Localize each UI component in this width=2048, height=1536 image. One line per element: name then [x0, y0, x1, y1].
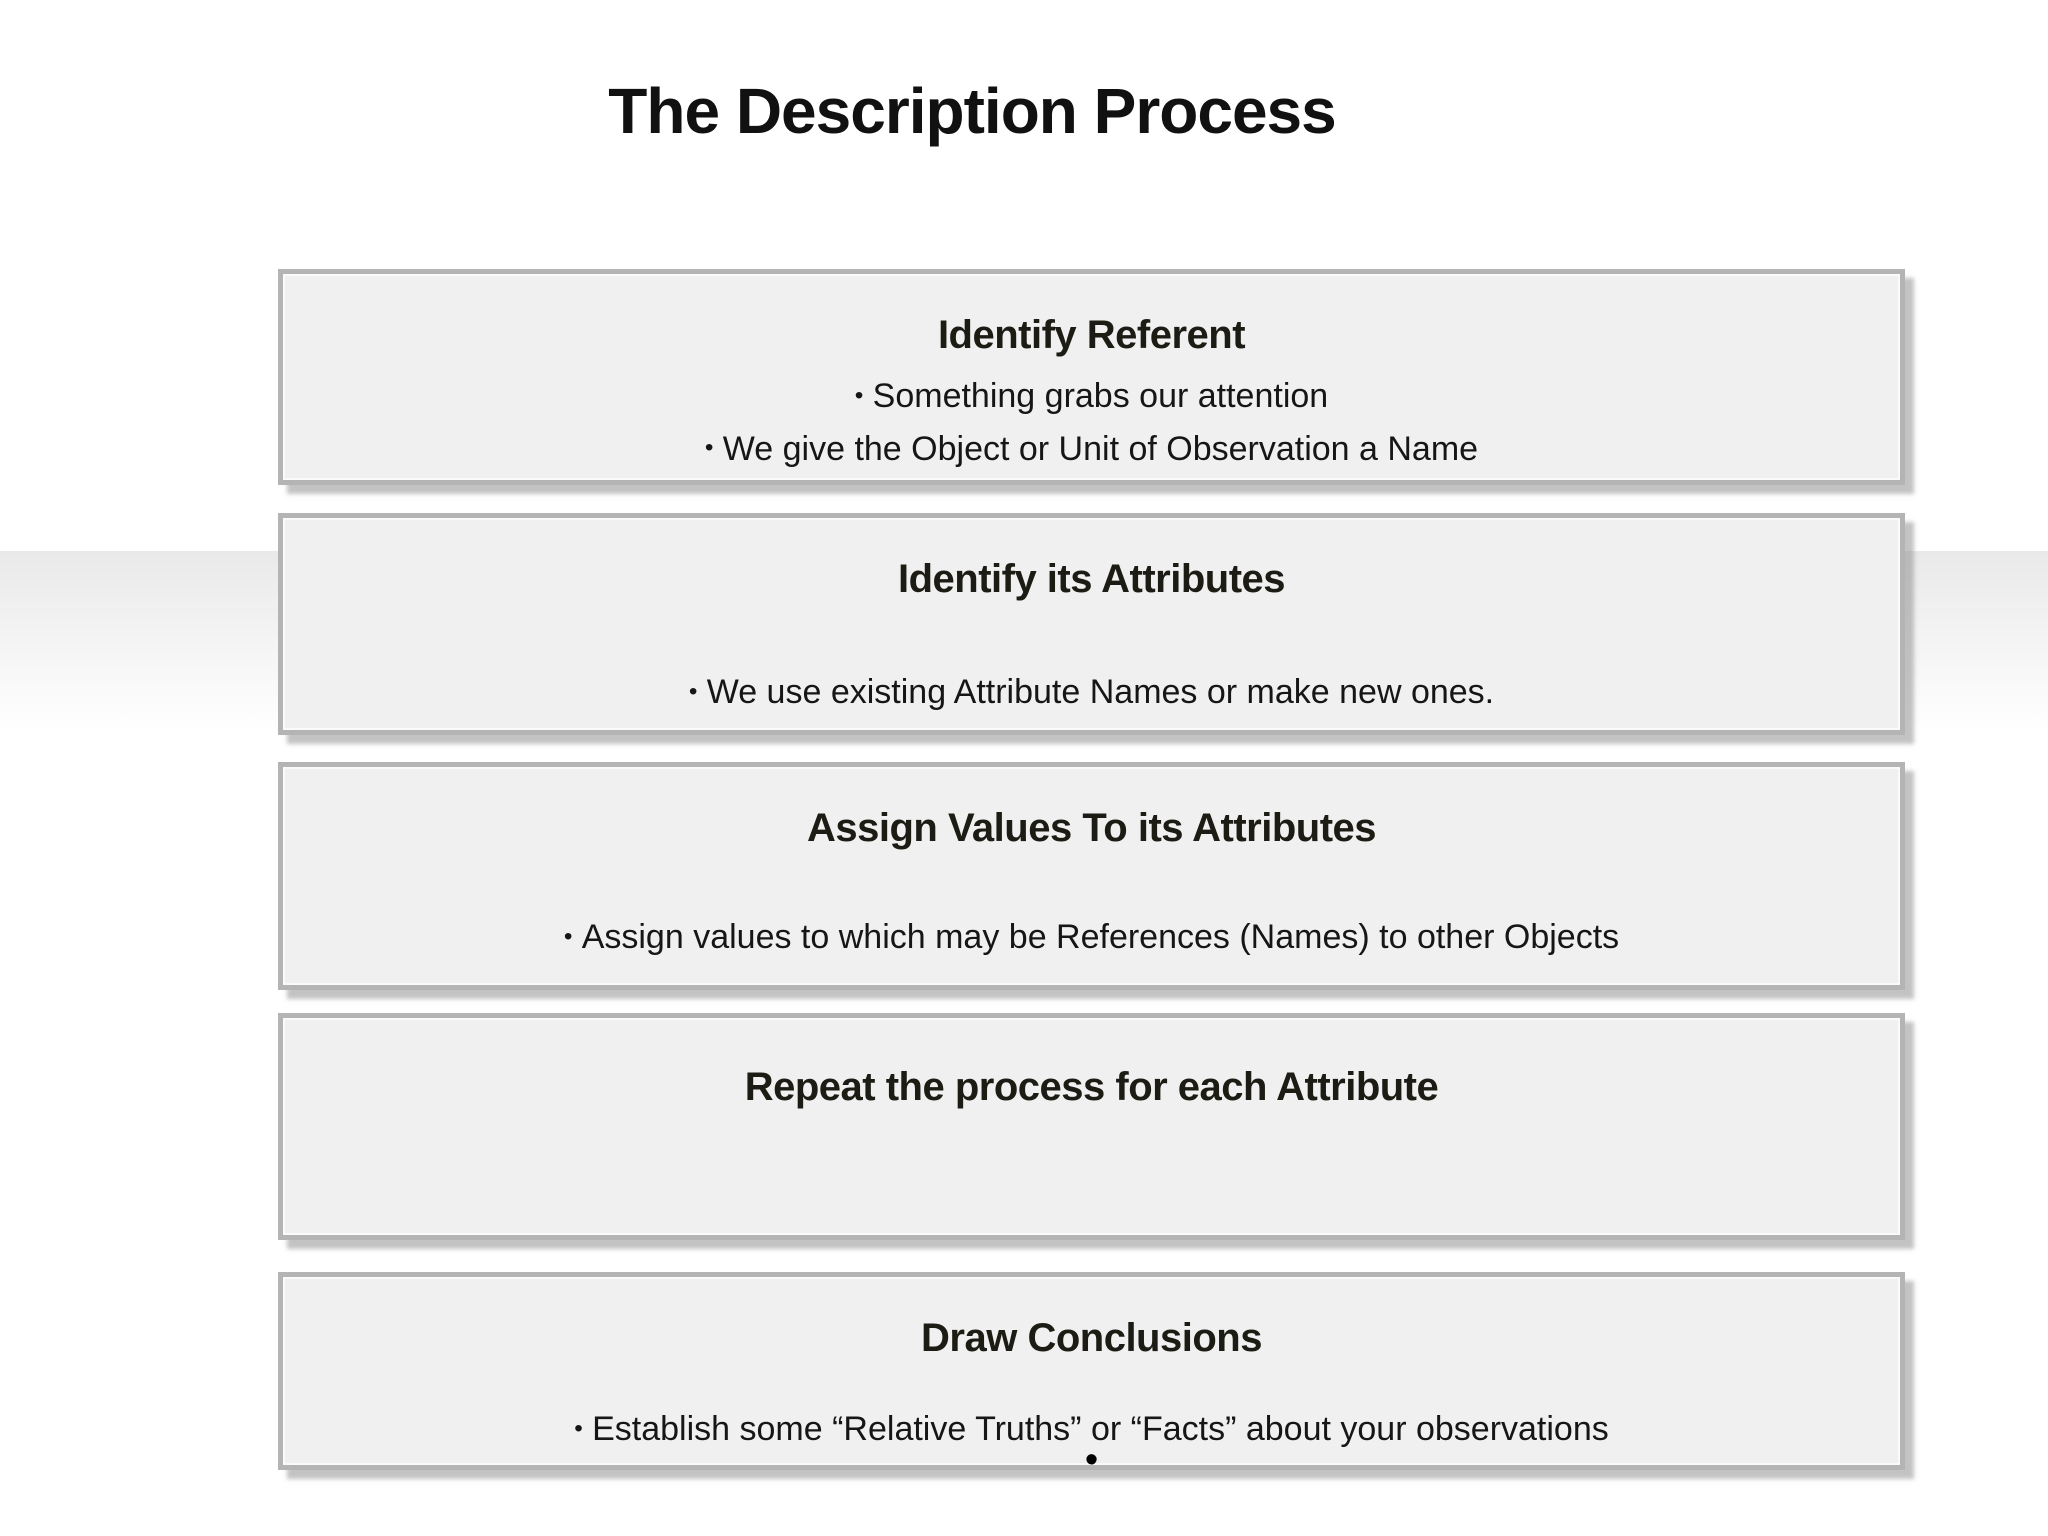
bullet-marker: • [854, 381, 864, 409]
bullet-list: • Assign values to which may be Reference… [283, 911, 1900, 964]
box-heading: Assign Values To its Attributes [806, 806, 1377, 850]
bullet-marker: • [688, 677, 698, 705]
process-box-identify-referent: Identify Referent • Something grabs our a… [278, 269, 1905, 485]
bullet-item: • We give the Object or Unit of Observati… [283, 423, 1900, 476]
process-box-identify-attributes: Identify its Attributes • We use existing… [278, 513, 1905, 735]
bullet-item: • Establish some “Relative Truths” or “Fa… [283, 1403, 1900, 1456]
process-box-draw-conclusions: Draw Conclusions •Establish some “Relati… [278, 1272, 1905, 1479]
bullet-text: Something grabs our attention [872, 377, 1329, 415]
box-heading: Draw Conclusions [921, 1316, 1262, 1360]
box-heading: Identify its Attributes [897, 557, 1286, 601]
empty-bullet-marker: • [1084, 1439, 1099, 1481]
bullet-item: • We use existing Attribute Names or make… [283, 666, 1900, 719]
bullet-item: • Something grabs our attention [283, 370, 1900, 423]
bullet-list: • We use existing Attribute Names or make… [283, 666, 1900, 719]
bullet-marker: • [704, 434, 714, 462]
bullet-marker: • [563, 922, 573, 950]
process-box-assign-values: Assign Values To its Attributes • Assign … [278, 762, 1905, 990]
bullet-item: • Assign values to which may be Reference… [283, 911, 1900, 964]
bullet-text: We give the Object or Unit of Observatio… [722, 429, 1479, 468]
bullet-list: • Establish some “Relative Truths” or “Fa… [283, 1403, 1900, 1456]
bullet-text: Assign values to which may be References… [581, 918, 1620, 956]
bullet-marker: • [574, 1414, 583, 1442]
bullet-list: • Something grabs our attention • We give … [283, 370, 1900, 475]
box-heading: Identify Referent [937, 313, 1246, 357]
slide-title: The Description Process [608, 75, 1336, 147]
process-box-repeat: Repeat the process for each Attribute [278, 1013, 1905, 1240]
bullet-text: We use existing Attribute Names or make … [706, 673, 1495, 711]
box-heading: Repeat the process for each Attribute [744, 1065, 1439, 1109]
bullet-text: Establish some “Relative Truths” or “Fac… [592, 1410, 1609, 1448]
